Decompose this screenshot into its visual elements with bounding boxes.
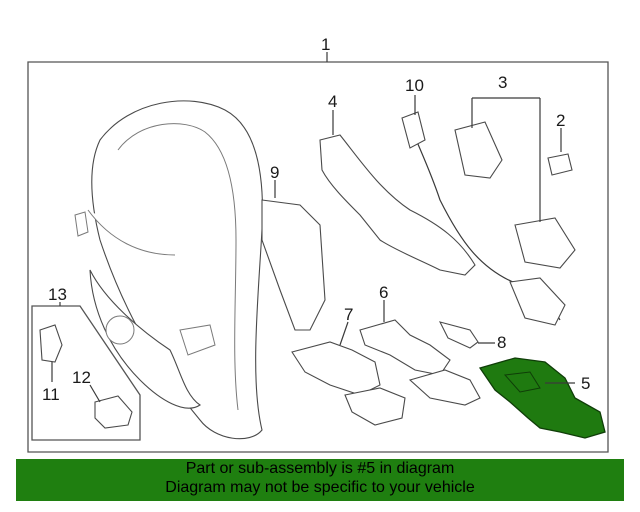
- banner-line-1: Part or sub-assembly is #5 in diagram: [185, 460, 455, 477]
- part-3-switch-lower: [514, 217, 576, 269]
- callout-1: 1: [321, 35, 330, 54]
- steering-wheel: [74, 100, 264, 440]
- part-9-switch-module: [261, 199, 326, 331]
- callout-7: 7: [344, 305, 353, 324]
- banner-line-2: Diagram may not be specific to your vehi…: [165, 479, 475, 496]
- callout-4: 4: [328, 92, 337, 111]
- parts-diagram: 1 2 3 4 5 6 7 8 9 10 11 12 13: [27, 35, 609, 453]
- info-banner: Part or sub-assembly is #5 in diagram Di…: [16, 459, 624, 501]
- part-2-screw: [547, 153, 573, 176]
- callout-10: 10: [405, 76, 424, 95]
- callout-5: 5: [581, 374, 590, 393]
- part-10-connector: [401, 111, 426, 149]
- callout-2: 2: [556, 111, 565, 130]
- callout-8: 8: [497, 333, 506, 352]
- part-6-lower: [408, 369, 481, 406]
- part-7-lower: [344, 387, 406, 426]
- part-12-switch: [94, 395, 133, 429]
- part-3-switch-upper: [454, 121, 503, 179]
- subassembly-frame-13: [31, 305, 141, 441]
- callout-3: 3: [498, 73, 507, 92]
- part-5-highlighted: [478, 357, 606, 439]
- part-3-switch-side: [509, 277, 566, 326]
- callout-11: 11: [42, 385, 60, 404]
- callout-12: 12: [72, 368, 91, 387]
- callout-9: 9: [270, 163, 279, 182]
- part-11-bracket: [39, 324, 63, 363]
- part-7-cover: [291, 341, 381, 396]
- assembly-frame: [27, 61, 609, 453]
- part-4-trim: [319, 134, 476, 276]
- callout-6: 6: [379, 283, 388, 302]
- part-8-clip: [438, 321, 479, 349]
- part-6-cover: [359, 319, 451, 376]
- callout-13: 13: [48, 285, 67, 304]
